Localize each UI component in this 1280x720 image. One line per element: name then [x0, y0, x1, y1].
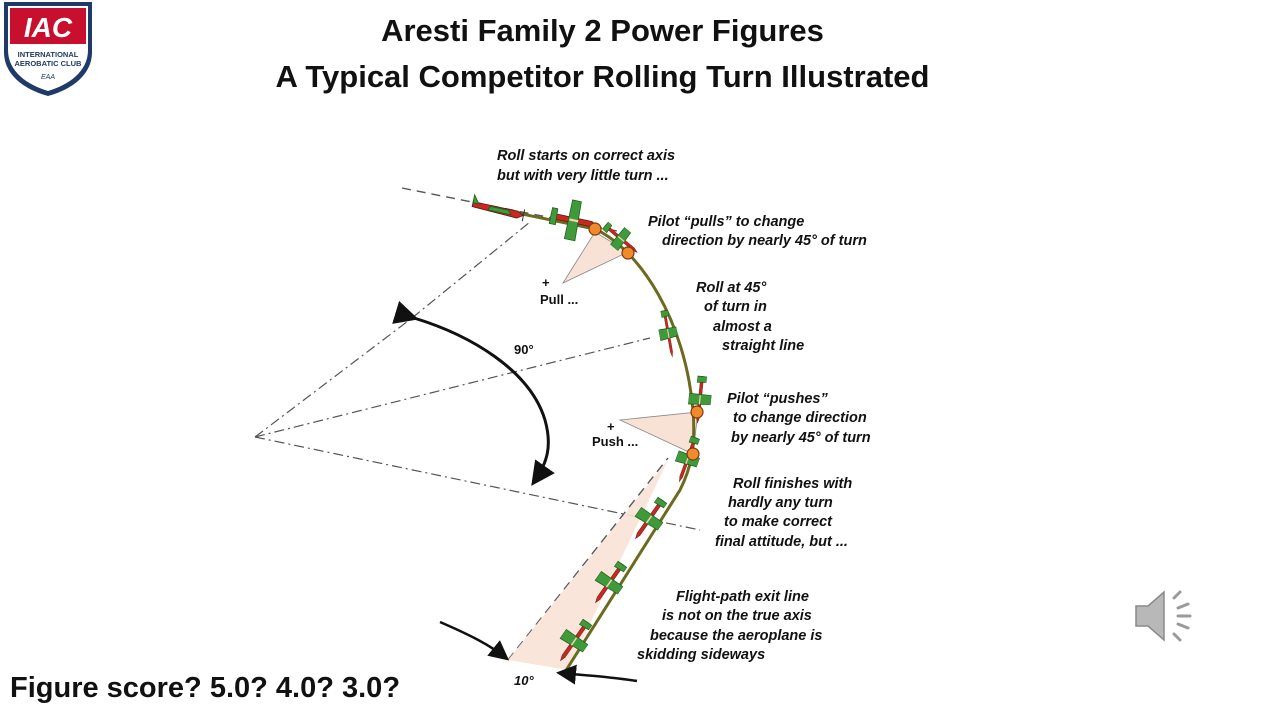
- marker-push-start: [690, 405, 704, 419]
- angle-90-label: 90°: [514, 342, 534, 357]
- marker-push-end: [686, 447, 700, 461]
- speaker-waves: [1172, 590, 1192, 642]
- construction-line-upper: [254, 317, 413, 438]
- construction-line-upper-ext: [411, 221, 531, 319]
- marker-pull-end: [621, 246, 635, 260]
- speaker-body: [1135, 590, 1165, 642]
- airplane-1: [470, 194, 527, 222]
- annotation-roll-45: Roll at 45° of turn in almost a straight…: [696, 280, 804, 354]
- logo-badge: EAA: [41, 74, 55, 81]
- push-wedge: [618, 411, 699, 455]
- annotation-roll-starts: Roll starts on correct axis but with ver…: [497, 148, 679, 184]
- iac-logo-icon: IAC INTERNATIONAL AEROBATIC CLUB EAA: [4, 2, 92, 96]
- angle-90-arc: [392, 300, 555, 486]
- logo-red-band: [10, 8, 86, 44]
- annotation-pushes: Pilot “pushes” to change direction by ne…: [727, 391, 871, 446]
- marker-pull-start: [588, 222, 602, 236]
- slide-title: Aresti Family 2 Power Figures A Typical …: [0, 8, 1205, 100]
- figure-score-question: Figure score? 5.0? 4.0? 3.0?: [10, 672, 401, 704]
- logo-subtitle-1: INTERNATIONAL: [18, 50, 79, 59]
- annotation-exit-line: Flight-path exit line is not on the true…: [637, 589, 827, 663]
- speaker-icon[interactable]: [1130, 584, 1202, 648]
- pull-label: Pull ...: [540, 292, 578, 307]
- exit-true-axis-line: [507, 457, 669, 661]
- push-label: Push ...: [592, 434, 638, 449]
- push-plus: +: [607, 419, 615, 434]
- title-line-1: Aresti Family 2 Power Figures: [381, 13, 824, 48]
- exit-wedge: [508, 460, 668, 670]
- construction-line-middle: [254, 337, 651, 438]
- annotation-roll-finishes: Roll finishes with hardly any turn to ma…: [715, 476, 856, 550]
- annotation-pulls: Pilot “pulls” to change direction by nea…: [648, 214, 867, 249]
- logo-subtitle-2: AEROBATIC CLUB: [15, 59, 83, 68]
- angle-10-arrow-left: [439, 620, 510, 661]
- pull-plus: +: [542, 275, 550, 290]
- logo-text: IAC: [24, 12, 73, 43]
- title-line-2: A Typical Competitor Rolling Turn Illust…: [275, 59, 930, 94]
- angle-10-label: 10°: [514, 673, 534, 688]
- angle-10-arrow-right: [556, 664, 638, 685]
